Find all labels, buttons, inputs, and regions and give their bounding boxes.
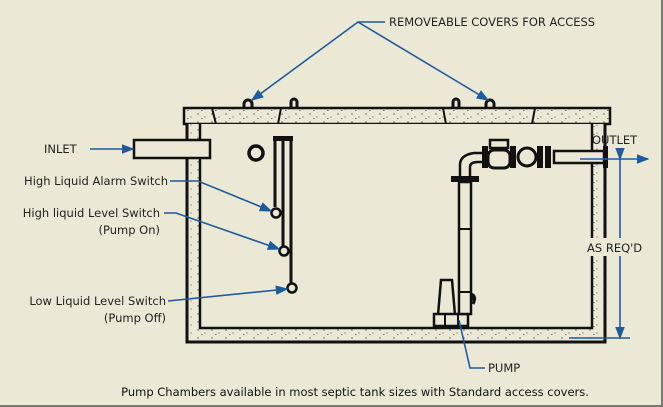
tank-lid (182, 106, 612, 126)
inlet-label: INLET (44, 142, 78, 156)
pump-assembly (432, 138, 551, 328)
diagram-caption: Pump Chambers available in most septic t… (121, 385, 589, 399)
cover-handles (242, 97, 496, 108)
float-switch-assembly (270, 136, 298, 294)
high-float (278, 245, 290, 257)
covers-label: REMOVEABLE COVERS FOR ACCESS (389, 15, 595, 29)
high-switch-label: High liquid Level Switch (23, 206, 160, 220)
low-switch-label: Low Liquid Level Switch (29, 294, 166, 308)
pump-leader (458, 319, 485, 369)
low-float (286, 282, 298, 294)
high-leader (164, 212, 281, 250)
leader-lines (90, 21, 650, 369)
inlet-pipe (132, 138, 212, 160)
covers-leader-2 (357, 21, 490, 101)
outlet-pipe (552, 146, 608, 168)
alarm-float (270, 207, 282, 219)
alarm-leader (170, 180, 273, 212)
covers-leader (250, 21, 385, 101)
outlet-label: OUTLET (592, 133, 638, 147)
alarm-switch-label: High Liquid Alarm Switch (24, 174, 168, 188)
low-leader (167, 285, 289, 302)
low-switch-note: (Pump Off) (104, 311, 166, 325)
high-switch-note: (Pump On) (99, 223, 161, 237)
dimension-label: AS REQ'D (587, 241, 642, 255)
pump-label: PUMP (488, 361, 520, 375)
port-circle (247, 144, 265, 162)
